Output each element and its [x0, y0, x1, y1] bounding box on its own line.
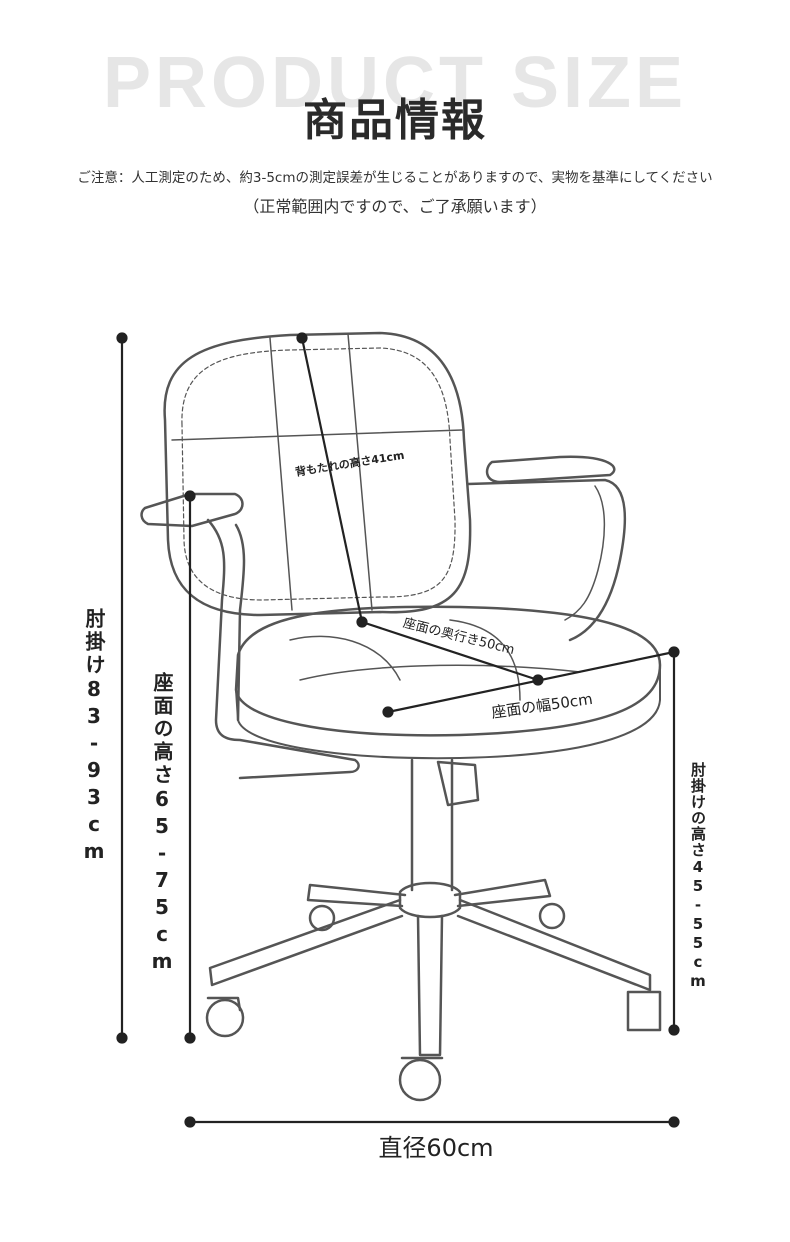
measurement-notice-sub: （正常範囲内ですので、ご了承願います） — [243, 197, 547, 216]
seat-height-label: 座面の高さ65-75cm — [150, 672, 174, 976]
product-size-watermark: PRODUCT SIZE — [102, 43, 688, 123]
dimension-lines — [116, 332, 680, 1128]
base-diameter-label: 直径60cm — [378, 1134, 494, 1162]
seat-depth-line — [361, 620, 539, 682]
backrest-height-line — [300, 337, 364, 623]
chair-outline — [140, 331, 662, 1102]
page-title: 商品情報 — [303, 95, 487, 146]
seat-width-line — [387, 650, 675, 714]
measurement-notice: ご注意：人工測定のため、約3-5cmの測定誤差が生じることがありますので、実物を… — [77, 170, 713, 186]
armrest-height-label: 肘掛けの高さ45-55cm — [689, 762, 707, 991]
armrest-total-height-label: 肘掛け83-93cm — [82, 608, 106, 866]
